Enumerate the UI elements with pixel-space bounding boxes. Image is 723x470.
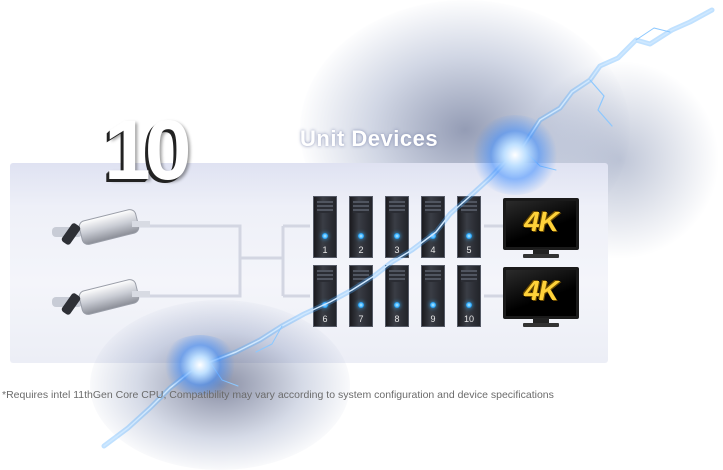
pc-tower-icon: 3	[385, 196, 409, 258]
pc-tower-icon: 2	[349, 196, 373, 258]
pc-tower-icon: 5	[457, 196, 481, 258]
tower-number: 7	[358, 314, 364, 324]
power-led-icon	[358, 233, 364, 239]
power-led-icon	[466, 233, 472, 239]
thunderbolt-cable-icon	[52, 209, 150, 245]
tower-number: 3	[394, 245, 400, 255]
pc-tower-icon: 9	[421, 265, 445, 327]
monitor-label: 4K	[524, 206, 559, 237]
pc-tower-icon: 6	[313, 265, 337, 327]
tower-number: 6	[322, 314, 328, 324]
power-led-icon	[322, 302, 328, 308]
pc-tower-icon: 8	[385, 265, 409, 327]
tower-number: 9	[430, 314, 436, 324]
compatibility-footnote: *Requires intel 11thGen Core CPU, Compat…	[2, 389, 554, 401]
thunderbolt-cable-icon	[52, 279, 150, 315]
tower-number: 4	[430, 245, 436, 255]
tower-number: 2	[358, 245, 364, 255]
pc-tower-icon: 1	[313, 196, 337, 258]
tower-number: 8	[394, 314, 400, 324]
4k-monitor-icon: 4K	[503, 198, 579, 260]
tower-number: 10	[463, 314, 474, 324]
pc-tower-icon: 10	[457, 265, 481, 327]
power-led-icon	[394, 233, 400, 239]
pc-tower-icon: 4	[421, 196, 445, 258]
tower-number: 5	[466, 245, 472, 255]
power-led-icon	[358, 302, 364, 308]
power-led-icon	[430, 302, 436, 308]
pc-tower-icon: 7	[349, 265, 373, 327]
wire	[140, 224, 283, 260]
tower-number: 1	[322, 245, 328, 255]
power-led-icon	[430, 233, 436, 239]
power-led-icon	[466, 302, 472, 308]
monitor-label: 4K	[524, 275, 559, 306]
wire	[140, 258, 242, 298]
power-led-icon	[322, 233, 328, 239]
power-led-icon	[394, 302, 400, 308]
4k-monitor-icon: 4K	[503, 267, 579, 329]
